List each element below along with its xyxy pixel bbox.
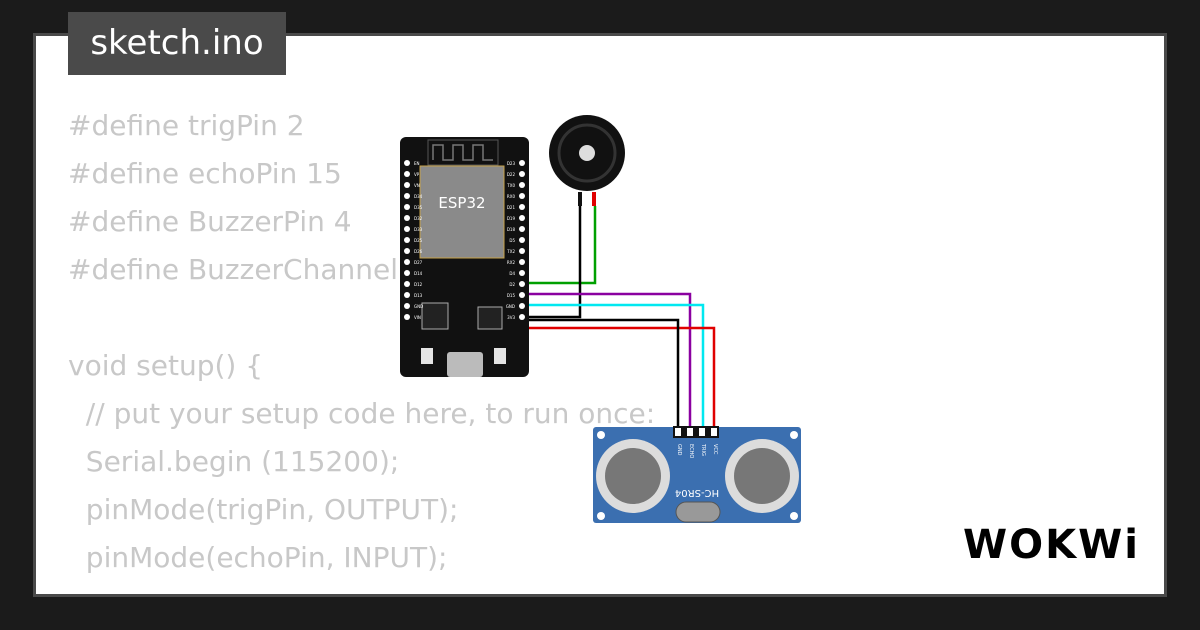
esp32-pin[interactable] bbox=[519, 193, 525, 199]
code-editor-background: #define trigPin 2 #define echoPin 15 #defi… bbox=[68, 102, 751, 594]
esp32-board[interactable]: ESP32 ENVPVND34D35D32D33D25D26D27D14D12D… bbox=[400, 137, 529, 377]
esp32-pin-label: D13 bbox=[414, 293, 423, 298]
esp32-pin-label: D32 bbox=[414, 216, 423, 221]
esp32-pin[interactable] bbox=[519, 171, 525, 177]
code-line: pinMode(echoPin, INPUT); bbox=[68, 541, 448, 574]
code-line: //ledcAttachPin(X_PWM_OUT, X_PWM_CHANNEL bbox=[68, 582, 751, 594]
esp32-pin-label: RX2 bbox=[507, 260, 516, 265]
esp32-pin[interactable] bbox=[404, 270, 410, 276]
esp32-pin-label: D15 bbox=[507, 293, 516, 298]
esp32-pin-label: TX2 bbox=[506, 249, 515, 254]
code-line: void setup() { bbox=[68, 349, 264, 382]
hc-sr04-pin[interactable] bbox=[711, 428, 717, 436]
esp32-chip-label: ESP32 bbox=[438, 194, 485, 212]
esp32-pin[interactable] bbox=[519, 303, 525, 309]
esp32-pin[interactable] bbox=[519, 259, 525, 265]
esp32-pin-label: D18 bbox=[507, 227, 516, 232]
esp32-pin[interactable] bbox=[519, 215, 525, 221]
hc-sr04-pin[interactable] bbox=[699, 428, 705, 436]
file-tab[interactable]: sketch.ino bbox=[68, 12, 286, 75]
esp32-pin-label: D22 bbox=[507, 172, 516, 177]
esp32-pin[interactable] bbox=[404, 303, 410, 309]
esp32-pin[interactable] bbox=[519, 237, 525, 243]
esp32-pin-label: D5 bbox=[509, 238, 515, 243]
wire-black-buzzer bbox=[519, 206, 582, 319]
wire-purple bbox=[519, 292, 692, 432]
esp32-pin[interactable] bbox=[404, 182, 410, 188]
wire-black bbox=[519, 318, 680, 432]
esp32-pin[interactable] bbox=[519, 281, 525, 287]
esp32-pin[interactable] bbox=[519, 314, 525, 320]
esp32-pin-label: VN bbox=[414, 183, 420, 188]
esp32-pin[interactable] bbox=[404, 248, 410, 254]
code-line: pinMode(trigPin, OUTPUT); bbox=[68, 493, 459, 526]
hc-sr04-label: HC-SR04 bbox=[675, 487, 719, 498]
esp32-pin-label: EN bbox=[414, 161, 420, 166]
esp32-pin[interactable] bbox=[404, 226, 410, 232]
esp32-pin-label: D26 bbox=[414, 249, 423, 254]
hc-sr04-pin-label: GND bbox=[676, 444, 682, 456]
wokwi-logo: WOKWi bbox=[963, 522, 1140, 568]
esp32-pin-label: VIN bbox=[414, 315, 421, 320]
esp32-pin[interactable] bbox=[519, 160, 525, 166]
esp32-pin[interactable] bbox=[519, 292, 525, 298]
esp32-pin-label: D34 bbox=[414, 194, 423, 199]
esp32-pin[interactable] bbox=[519, 270, 525, 276]
esp32-pin-label: D21 bbox=[507, 205, 516, 210]
wire-green bbox=[519, 206, 597, 285]
esp32-pin-label: D33 bbox=[414, 227, 423, 232]
hc-sr04-pin[interactable] bbox=[687, 428, 693, 436]
hc-sr04-pin[interactable] bbox=[675, 428, 681, 436]
wire-cyan bbox=[519, 303, 705, 432]
code-line: #define BuzzerPin 4 bbox=[68, 205, 352, 238]
esp32-pin-label: D4 bbox=[509, 271, 515, 276]
esp32-pin-label: D12 bbox=[414, 282, 423, 287]
esp32-pin[interactable] bbox=[519, 182, 525, 188]
esp32-pin-label: 3V3 bbox=[507, 315, 515, 320]
wires bbox=[519, 206, 716, 432]
esp32-pin[interactable] bbox=[404, 237, 410, 243]
esp32-pin-label: D23 bbox=[507, 161, 516, 166]
esp32-pin-label: D19 bbox=[507, 216, 516, 221]
esp32-pin-label: RX0 bbox=[507, 194, 516, 199]
buzzer[interactable] bbox=[549, 115, 625, 206]
esp32-pin[interactable] bbox=[404, 292, 410, 298]
code-line: #define trigPin 2 bbox=[68, 109, 305, 142]
esp32-pin[interactable] bbox=[519, 226, 525, 232]
esp32-pin[interactable] bbox=[404, 215, 410, 221]
hc-sr04-sensor[interactable]: GND ECHO TRIG VCC HC-SR04 bbox=[593, 426, 801, 523]
esp32-pin-label: GND bbox=[506, 304, 515, 309]
hc-sr04-pin-label: VCC bbox=[712, 444, 718, 455]
code-line: #define echoPin 15 bbox=[68, 157, 342, 190]
esp32-pin[interactable] bbox=[404, 171, 410, 177]
esp32-pin[interactable] bbox=[404, 259, 410, 265]
esp32-pin-label: D25 bbox=[414, 238, 423, 243]
esp32-pin[interactable] bbox=[404, 204, 410, 210]
hc-sr04-pin-label: TRIG bbox=[700, 443, 706, 456]
wire-red bbox=[519, 326, 716, 432]
esp32-chip bbox=[419, 165, 505, 259]
esp32-pin-label: D27 bbox=[414, 260, 423, 265]
code-line: #define BuzzerChannel bbox=[68, 253, 399, 286]
esp32-pin-label: D35 bbox=[414, 205, 423, 210]
esp32-pin[interactable] bbox=[404, 160, 410, 166]
esp32-pin-label: D2 bbox=[509, 282, 515, 287]
esp32-pin[interactable] bbox=[404, 193, 410, 199]
code-line: // put your setup code here, to run once… bbox=[68, 397, 656, 430]
esp32-pin-label: TX0 bbox=[506, 183, 515, 188]
hc-sr04-pins: GND ECHO TRIG VCC bbox=[675, 428, 718, 458]
esp32-pin[interactable] bbox=[519, 248, 525, 254]
esp32-pin-label: VP bbox=[414, 172, 420, 177]
esp32-pin[interactable] bbox=[404, 281, 410, 287]
esp32-pin[interactable] bbox=[519, 204, 525, 210]
esp32-pin-label: GND bbox=[414, 304, 423, 309]
esp32-pin[interactable] bbox=[404, 314, 410, 320]
esp32-pin-label: D14 bbox=[414, 271, 423, 276]
hc-sr04-pin-label: ECHO bbox=[688, 444, 694, 458]
code-line: Serial.begin (115200); bbox=[68, 445, 400, 478]
